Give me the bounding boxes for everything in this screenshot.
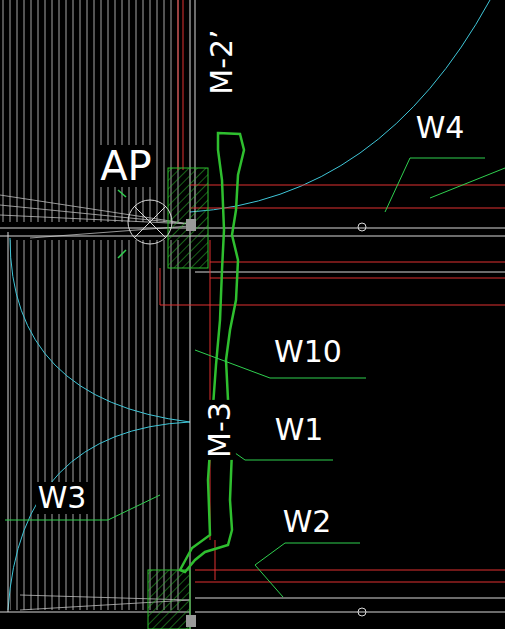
callout-label: M-2’ [206, 27, 238, 96]
callout-label: M-3 [204, 400, 236, 460]
callout-label: W3 [36, 482, 89, 514]
callout-label: W10 [272, 336, 344, 368]
callout-label: W2 [281, 506, 334, 538]
callout-label: W4 [414, 112, 467, 144]
callout-label: W1 [273, 414, 326, 446]
callout-label: AP [98, 145, 153, 187]
